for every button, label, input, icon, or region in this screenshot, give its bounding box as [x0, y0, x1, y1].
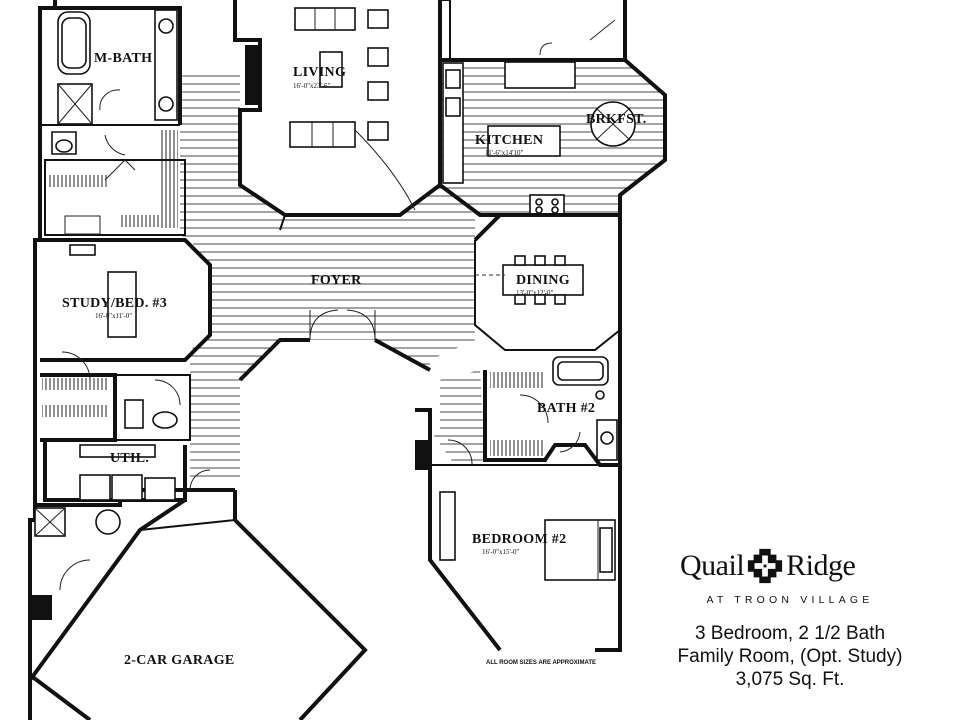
- garage-entry: [30, 507, 121, 620]
- quail-ridge-cross-emblem-icon: [748, 548, 783, 584]
- brand-block: Quail Ridge AT TROON VILLAGE 3 Bedroom, …: [640, 530, 940, 715]
- spec-rooms: Family Room, (Opt. Study): [677, 646, 903, 667]
- garage: [28, 490, 368, 720]
- dim-dining: 13'-0"x12'-0": [516, 289, 554, 297]
- label-kitchen: KITCHEN: [475, 133, 543, 148]
- dryer-icon: [111, 474, 143, 501]
- spec-bed-bath: 3 Bedroom, 2 1/2 Bath: [694, 623, 886, 644]
- utility-room: [43, 440, 211, 502]
- label-bedroom-2: BEDROOM #2: [472, 532, 566, 547]
- coffee-table-icon: [319, 51, 343, 88]
- dim-living: 16'-0"x23'-6": [293, 82, 331, 90]
- master-closet: [44, 130, 186, 236]
- spec-square-feet: 3,075 Sq. Ft.: [735, 669, 845, 690]
- bedroom-2: [415, 431, 620, 581]
- label-study: STUDY/BED. #3: [62, 296, 167, 311]
- room-labels: M-BATH LIVING 16'-0"x23'-6" KITCHEN 11'-…: [62, 51, 647, 668]
- label-living: LIVING: [293, 65, 346, 80]
- label-bath-2: BATH #2: [537, 401, 595, 416]
- label-brkfst: BRKFST.: [586, 112, 647, 127]
- fireplace-icon: [245, 45, 259, 105]
- label-m-bath: M-BATH: [94, 51, 152, 66]
- brand-logo: Quail Ridge: [680, 546, 856, 586]
- desk-icon: [107, 271, 137, 338]
- dim-kitchen: 11'-6"x14'10": [485, 149, 523, 157]
- brand-name-left: Quail: [680, 549, 745, 582]
- master-bath: [40, 6, 182, 156]
- kitchen: [438, 0, 636, 217]
- label-foyer: FOYER: [311, 273, 362, 288]
- sofa-icon: [289, 121, 356, 148]
- foyer-doors: [238, 214, 431, 382]
- sink-icon: [152, 411, 178, 429]
- dim-study: 16'-0"x11'-0": [95, 312, 132, 320]
- sink-icon: [600, 431, 614, 445]
- dining-table-icon: [502, 264, 584, 296]
- approximate-sizes-note: ALL ROOM SIZES ARE APPROXIMATE: [486, 660, 596, 666]
- label-util: UTIL.: [110, 451, 149, 466]
- label-dining: DINING: [516, 273, 570, 288]
- brand-name-right: Ridge: [786, 549, 856, 582]
- home-specs: 3 Bedroom, 2 1/2 Bath Family Room, (Opt.…: [640, 622, 940, 691]
- counter-icon: [442, 62, 464, 184]
- kitchen-island-icon: [487, 125, 561, 157]
- washer-icon: [79, 474, 111, 501]
- dim-bedroom-2: 16'-0"x15'-0": [482, 548, 520, 556]
- brand-subtitle: AT TROON VILLAGE: [706, 594, 874, 606]
- cooktop-icon: [529, 194, 565, 216]
- study-bedroom-3: [40, 238, 212, 381]
- toilet-icon: [124, 399, 144, 429]
- powder-room: [40, 373, 191, 442]
- label-garage: 2-CAR GARAGE: [124, 653, 235, 668]
- living-room: [238, 7, 442, 217]
- dresser-icon: [439, 491, 456, 561]
- dining-room: [473, 213, 621, 351]
- sofa-icon: [294, 7, 356, 31]
